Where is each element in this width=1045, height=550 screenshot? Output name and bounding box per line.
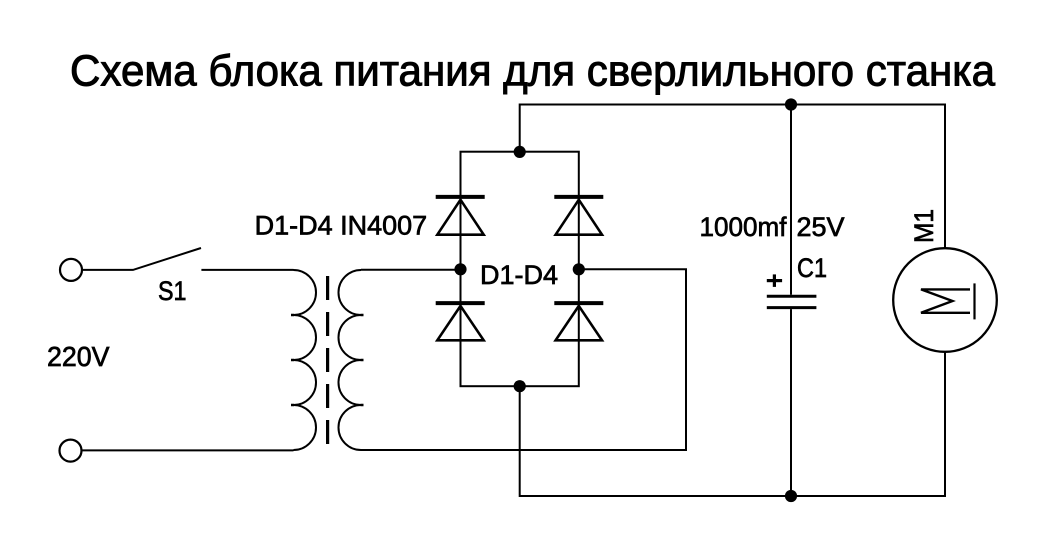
svg-text:D1-D4 IN4007: D1-D4 IN4007 xyxy=(255,211,428,241)
svg-text:25V: 25V xyxy=(797,212,845,242)
svg-text:S1: S1 xyxy=(158,276,187,306)
svg-text:C1: C1 xyxy=(797,253,827,283)
svg-text:Схема блока питания для сверли: Схема блока питания для сверлильного ста… xyxy=(70,47,995,96)
svg-text:1000mf: 1000mf xyxy=(700,212,787,242)
svg-text:D1-D4: D1-D4 xyxy=(480,260,558,290)
svg-text:220V: 220V xyxy=(47,341,110,372)
svg-text:M1: M1 xyxy=(909,209,939,243)
